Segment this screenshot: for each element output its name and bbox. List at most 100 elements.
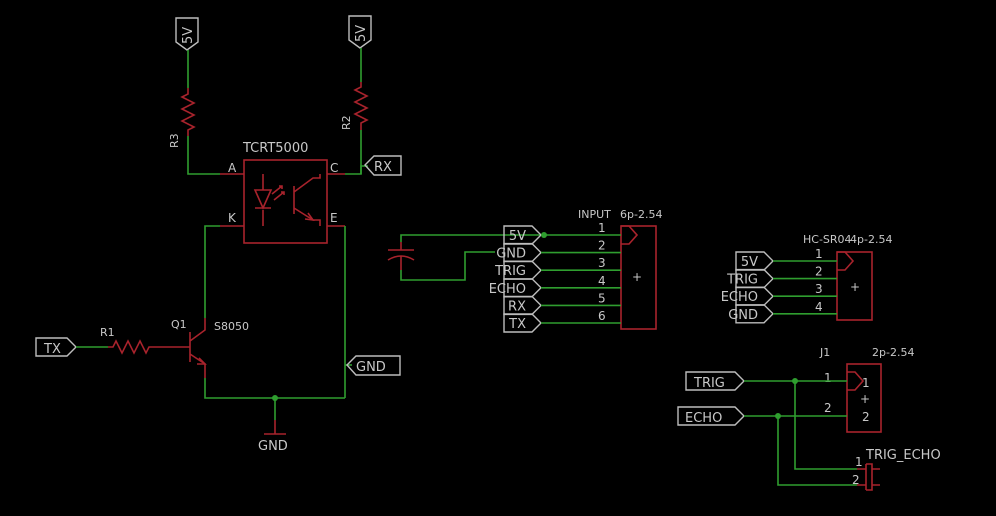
input-header-name: INPUT bbox=[578, 208, 611, 221]
resistor-r2: R2 bbox=[340, 82, 369, 130]
tcrt5000-pin-k: K bbox=[228, 211, 237, 225]
supply-5v-r3-label: 5V bbox=[181, 27, 196, 44]
input-net-text-trig: TRIG bbox=[494, 264, 526, 279]
input-pin-num-2: 2 bbox=[598, 239, 606, 253]
sr04-net-label-trig bbox=[735, 268, 774, 289]
input-net-label-5v bbox=[503, 225, 542, 245]
net-label-rx-text: RX bbox=[374, 160, 392, 175]
supply-5v-r2: 5V bbox=[348, 15, 372, 49]
net-label-gnd: GND bbox=[346, 355, 401, 376]
sr04-header: HC-SR04 4p-2.54 + bbox=[803, 233, 892, 321]
jumper-name: TRIG_ECHO bbox=[865, 448, 941, 463]
wire-cathode-q1 bbox=[204, 225, 220, 318]
jumper-pin2: 2 bbox=[852, 473, 860, 487]
input-header-plus: + bbox=[632, 270, 642, 284]
net-label-tx-text: TX bbox=[43, 342, 61, 357]
input-pin-num-4: 4 bbox=[598, 274, 606, 288]
j1-package: 2p-2.54 bbox=[872, 346, 914, 359]
input-pin-num-1: 1 bbox=[598, 221, 606, 235]
resistor-r1-label: R1 bbox=[100, 326, 115, 339]
j1-pin1-num: 1 bbox=[824, 371, 832, 385]
input-pin-1: 5V1 bbox=[503, 221, 621, 245]
wire-trig-jumper bbox=[794, 381, 857, 470]
j1-pin2-num: 2 bbox=[824, 401, 832, 415]
transistor-q1-ref: Q1 bbox=[171, 318, 187, 331]
net-label-rx: RX bbox=[364, 155, 402, 176]
net-label-trig-j1: TRIG bbox=[685, 371, 745, 391]
sr04-header-name: HC-SR04 bbox=[803, 233, 852, 246]
jumper-pin1: 1 bbox=[855, 455, 863, 469]
j1-inner-pin1: 1 bbox=[862, 376, 870, 390]
sr04-net-label-echo bbox=[735, 286, 774, 306]
j1-name: J1 bbox=[819, 346, 830, 359]
sr04-pin-4: GND 4 bbox=[728, 300, 837, 324]
sr04-net-text-gnd: GND bbox=[728, 308, 758, 323]
resistor-r1: R1 bbox=[100, 326, 154, 355]
resistor-r3: R3 bbox=[168, 88, 196, 148]
jumper-trig-echo: TRIG_ECHO 1 2 bbox=[852, 448, 941, 491]
net-label-trig-j1-text: TRIG bbox=[693, 376, 725, 391]
input-net-label-echo bbox=[503, 278, 542, 298]
wire-r3-anode bbox=[187, 136, 220, 175]
sr04-net-text-trig: TRIG bbox=[726, 273, 758, 288]
input-pin-2: GND 2 bbox=[496, 239, 621, 263]
input-net-label-rx bbox=[503, 295, 542, 316]
tcrt5000-sensor: TCRT5000 A K C E bbox=[220, 141, 345, 244]
transistor-q1: Q1 S8050 bbox=[171, 318, 249, 378]
tcrt5000-name: TCRT5000 bbox=[242, 141, 308, 156]
wire-q1-gnd bbox=[204, 378, 345, 399]
input-net-text-echo: ECHO bbox=[489, 282, 526, 297]
tcrt5000-pin-e: E bbox=[330, 211, 338, 225]
j1-inner-pin2: 2 bbox=[862, 410, 870, 424]
input-pin-num-5: 5 bbox=[598, 291, 606, 305]
input-net-label-gnd bbox=[503, 242, 542, 263]
input-pin-5: RX 5 bbox=[503, 291, 621, 316]
sr04-pin-1: 5V 1 bbox=[735, 247, 837, 271]
input-pin-6: TX 6 bbox=[503, 309, 621, 333]
input-net-text-rx: RX bbox=[508, 299, 526, 314]
input-pin-4: ECHO 4 bbox=[489, 274, 621, 298]
sr04-pin-num-3: 3 bbox=[815, 282, 823, 296]
input-net-label-trig bbox=[503, 260, 542, 280]
resistor-r2-label: R2 bbox=[340, 115, 353, 130]
sr04-pin-3: ECHO 3 bbox=[721, 282, 837, 306]
j1-plus: + bbox=[860, 392, 870, 406]
sr04-pin-2: TRIG 2 bbox=[726, 265, 837, 289]
wire-echo-jumper bbox=[777, 416, 857, 486]
net-label-echo-j1-text: ECHO bbox=[685, 411, 722, 426]
sr04-net-label-gnd bbox=[735, 304, 774, 324]
capacitor-c1 bbox=[387, 234, 544, 281]
tcrt5000-pin-a: A bbox=[228, 161, 237, 175]
input-header: INPUT 6p-2.54 + bbox=[578, 208, 662, 330]
input-net-text-gnd: GND bbox=[496, 247, 526, 262]
net-label-tx: TX bbox=[35, 337, 77, 357]
sr04-header-plus: + bbox=[850, 280, 860, 294]
supply-5v-r3: 5V bbox=[175, 17, 199, 51]
input-net-label-tx bbox=[503, 313, 542, 333]
ground-symbol: GND bbox=[258, 398, 288, 454]
input-net-text-tx: TX bbox=[508, 317, 526, 332]
input-pin-num-6: 6 bbox=[598, 309, 606, 323]
tcrt5000-pin-c: C bbox=[330, 161, 338, 175]
wire-collector-rx bbox=[345, 165, 368, 175]
net-label-echo-j1: ECHO bbox=[677, 406, 745, 426]
input-pin-num-3: 3 bbox=[598, 256, 606, 270]
sr04-pin-num-1: 1 bbox=[815, 247, 823, 261]
supply-5v-r2-label: 5V bbox=[354, 25, 369, 42]
net-label-gnd-text: GND bbox=[356, 360, 386, 375]
sr04-net-text-5v: 5V bbox=[741, 255, 758, 270]
input-header-package: 6p-2.54 bbox=[620, 208, 662, 221]
sr04-net-text-echo: ECHO bbox=[721, 290, 758, 305]
input-pin-3: TRIG 3 bbox=[494, 256, 621, 280]
sr04-header-package: 4p-2.54 bbox=[850, 233, 892, 246]
j1-header: J1 2p-2.54 + 1 2 1 2 bbox=[819, 346, 914, 433]
sr04-pin-num-4: 4 bbox=[815, 300, 823, 314]
resistor-r3-label: R3 bbox=[168, 133, 181, 148]
ground-symbol-label: GND bbox=[258, 439, 288, 454]
sr04-net-label-5v bbox=[735, 251, 774, 271]
sr04-pin-num-2: 2 bbox=[815, 265, 823, 279]
transistor-q1-part: S8050 bbox=[214, 320, 249, 333]
